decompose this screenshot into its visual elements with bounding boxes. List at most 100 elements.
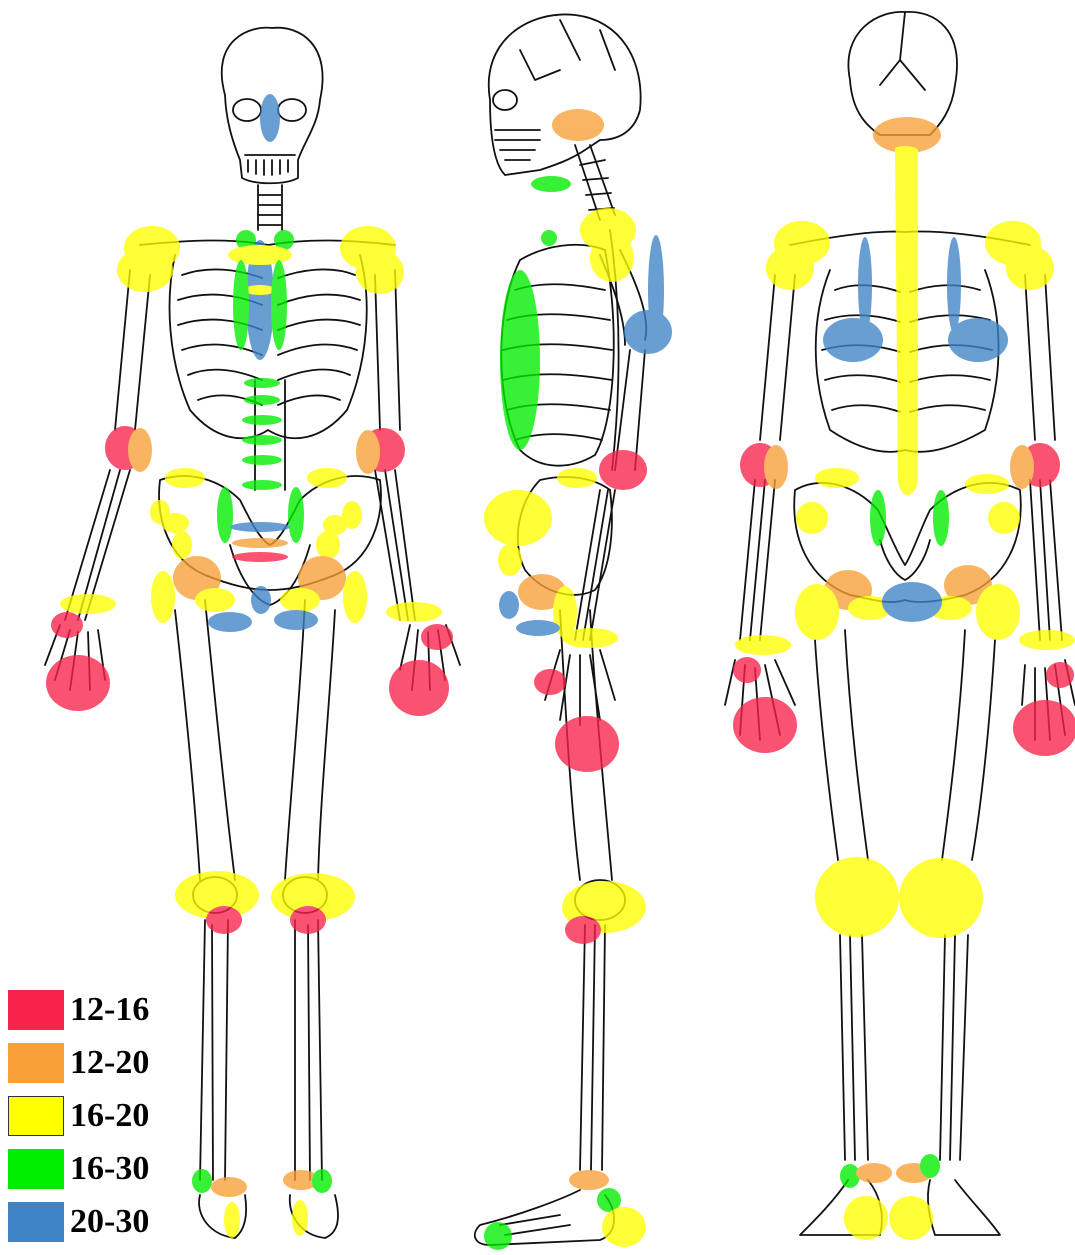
- legend-label: 16-30: [70, 1149, 149, 1189]
- back-left-knee-yellow: [815, 857, 899, 937]
- back-left-iliac-crest: [815, 468, 859, 488]
- front-left-pubis: [280, 588, 320, 612]
- back-right-knee-yellow: [899, 858, 983, 938]
- back-left-heel-yellow: [844, 1196, 888, 1240]
- back-left-ilium: [796, 502, 828, 534]
- side-view-regions: [484, 109, 672, 1250]
- front-vertebra-4: [242, 435, 282, 445]
- back-coccyx-blue: [882, 582, 942, 622]
- front-left-hand-red: [389, 660, 449, 716]
- front-right-costal-region: [233, 260, 249, 350]
- side-shoulder-2: [590, 234, 634, 282]
- side-occipital-region: [552, 109, 604, 141]
- side-iliac-crest: [557, 468, 597, 488]
- back-right-iliac-crest: [965, 474, 1009, 494]
- front-right-elbow-orange: [128, 428, 152, 472]
- front-right-sacroiliac: [217, 487, 233, 543]
- front-right-tibial-tuberosity: [206, 906, 242, 934]
- front-vertebra-1: [244, 378, 280, 388]
- back-right-elbow-orange: [1010, 445, 1034, 489]
- side-tibial-tuberosity-red: [565, 916, 601, 944]
- side-wrist-yellow: [562, 628, 618, 648]
- front-right-ilium-3: [172, 531, 192, 559]
- back-right-wrist-yellow: [1019, 630, 1075, 650]
- back-right-sacroiliac: [933, 490, 949, 546]
- front-right-carpal-red: [51, 612, 83, 638]
- front-right-foot-yellow: [224, 1202, 240, 1238]
- back-spine-region: [895, 146, 918, 495]
- side-pubis-blue: [499, 591, 519, 619]
- front-left-iliac-crest: [307, 468, 347, 488]
- legend-label: 12-20: [70, 1043, 149, 1083]
- legend-swatch-blue: [8, 1202, 64, 1242]
- front-left-carpal-red: [421, 624, 453, 650]
- front-left-wrist-yellow: [386, 602, 442, 622]
- front-right-trochanter: [151, 571, 175, 623]
- front-sternal-angle-region: [244, 285, 276, 295]
- legend-item-16-30: 16-30: [8, 1149, 208, 1189]
- side-ischium-blue: [516, 620, 560, 636]
- legend-swatch-yellow: [8, 1096, 64, 1136]
- legend-label: 16-20: [70, 1096, 149, 1136]
- side-heel-yellow: [602, 1207, 646, 1247]
- front-manubrium-region: [228, 245, 292, 265]
- front-left-trochanter: [343, 571, 367, 623]
- front-right-ilium-2: [161, 513, 189, 533]
- front-sacrum-orange: [232, 538, 288, 548]
- front-left-elbow-orange: [356, 430, 380, 474]
- front-vertebra-6: [242, 480, 282, 490]
- front-right-hand-red: [46, 655, 110, 711]
- front-left-upperarm-region: [356, 250, 404, 294]
- front-left-tibial-tuberosity: [290, 906, 326, 934]
- front-right-upperarm-region: [117, 248, 173, 292]
- front-right-ischium: [208, 612, 252, 632]
- back-right-malleolus-green: [920, 1154, 940, 1178]
- legend-label: 20-30: [70, 1202, 149, 1242]
- side-ilium-yellow-2: [498, 544, 522, 576]
- front-vertebra-2: [244, 395, 280, 405]
- front-left-ischium: [274, 610, 318, 630]
- front-right-pubis: [195, 588, 235, 612]
- side-ankle-orange: [569, 1170, 609, 1190]
- back-left-elbow-orange: [764, 445, 788, 489]
- legend-swatch-orange: [8, 1043, 64, 1083]
- back-left-trochanter: [795, 584, 839, 640]
- back-left-shoulder-2: [766, 246, 814, 290]
- front-right-ankle-orange: [211, 1177, 247, 1197]
- back-left-carpal-red: [733, 657, 761, 683]
- back-right-inferior-angle-blue: [948, 318, 1008, 362]
- front-right-wrist-yellow: [60, 594, 116, 614]
- side-clavicle-region: [541, 230, 557, 246]
- back-left-sacroiliac: [870, 490, 886, 546]
- side-elbow-red: [599, 450, 647, 490]
- front-symphysis: [251, 586, 271, 614]
- back-left-inferior-angle-blue: [823, 318, 883, 362]
- legend-swatch-green: [8, 1149, 64, 1189]
- legend-item-12-20: 12-20: [8, 1043, 208, 1083]
- front-left-foot-yellow: [292, 1200, 308, 1236]
- front-nasal-region: [260, 94, 280, 142]
- legend-item-16-20: 16-20: [8, 1096, 208, 1136]
- front-sacrum-blue: [230, 522, 290, 532]
- back-right-scapula-blue: [947, 237, 961, 333]
- side-carpal-red: [534, 669, 566, 695]
- front-right-iliac-crest: [165, 468, 205, 488]
- back-left-hand-red: [733, 697, 797, 753]
- side-inferior-angle-blue: [624, 310, 672, 354]
- legend-item-20-30: 20-30: [8, 1202, 208, 1242]
- back-right-carpal-red: [1046, 662, 1074, 688]
- front-left-ilium-3: [316, 531, 340, 559]
- legend: 12-16 12-20 16-20 16-30 20-30: [8, 990, 208, 1255]
- front-left-lateral-malleolus: [312, 1169, 332, 1193]
- back-right-hand-red: [1013, 700, 1075, 756]
- legend-swatch-red: [8, 990, 64, 1030]
- side-hyoid-region: [531, 176, 571, 192]
- front-left-costal-region: [271, 260, 287, 350]
- front-left-sacroiliac: [288, 487, 304, 543]
- legend-label: 12-16: [70, 990, 149, 1030]
- back-left-wrist-yellow: [735, 635, 791, 655]
- back-right-ilium: [988, 502, 1020, 534]
- side-hand-red: [555, 716, 619, 772]
- front-vertebra-3: [242, 415, 282, 425]
- back-right-heel-yellow: [889, 1196, 933, 1240]
